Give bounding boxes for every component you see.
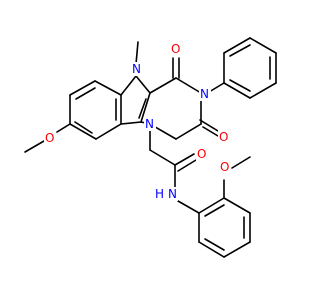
bond (175, 123, 202, 140)
bond (69, 80, 96, 96)
bond (75, 87, 96, 100)
bond (223, 37, 251, 54)
bond (198, 197, 225, 214)
bond (138, 98, 147, 119)
atom-o-carbonyl-right: O (219, 130, 228, 144)
atom-o-methoxy-right: O (220, 160, 229, 174)
bond (175, 77, 202, 94)
atom-o-carbonyl-top: O (171, 42, 180, 56)
bond (94, 80, 122, 96)
bond (56, 123, 71, 133)
bond (229, 44, 251, 57)
bond (149, 149, 176, 166)
bond (249, 37, 277, 54)
structure-drawing: N O N O N O O H N O (24, 37, 277, 258)
bond (223, 82, 251, 99)
bond (204, 204, 225, 217)
atom-n-ring-lower: N (145, 117, 154, 131)
bond (177, 159, 197, 172)
bond (149, 77, 177, 94)
bond (69, 123, 97, 140)
bond (204, 238, 225, 251)
atom-h-amide: H (155, 187, 164, 201)
bond (95, 123, 122, 140)
bond (198, 241, 225, 258)
bond (229, 79, 251, 92)
atom-o-amide: O (197, 147, 206, 161)
bond (177, 200, 200, 214)
bond (120, 121, 142, 125)
bond (249, 82, 277, 99)
bond (140, 92, 151, 123)
bond (223, 241, 251, 258)
atom-n-imide: N (200, 87, 209, 101)
bond-layer (24, 37, 277, 258)
bond (120, 75, 137, 96)
atom-n-amide: N (168, 187, 177, 201)
atom-o-methoxy-left: O (45, 131, 54, 145)
bond (223, 197, 251, 214)
atom-label-layer: N O N O N O O H N O (44, 42, 231, 201)
bond (231, 156, 251, 169)
bond (135, 75, 151, 94)
bond (202, 126, 219, 137)
molecule-canvas: N O N O N O O H N O (24, 37, 277, 258)
atom-n-indole: N (132, 62, 141, 76)
bond (24, 140, 45, 153)
bond (208, 82, 225, 93)
bond (174, 153, 195, 166)
bond (135, 41, 139, 65)
bond (74, 121, 93, 134)
bond (199, 119, 219, 132)
